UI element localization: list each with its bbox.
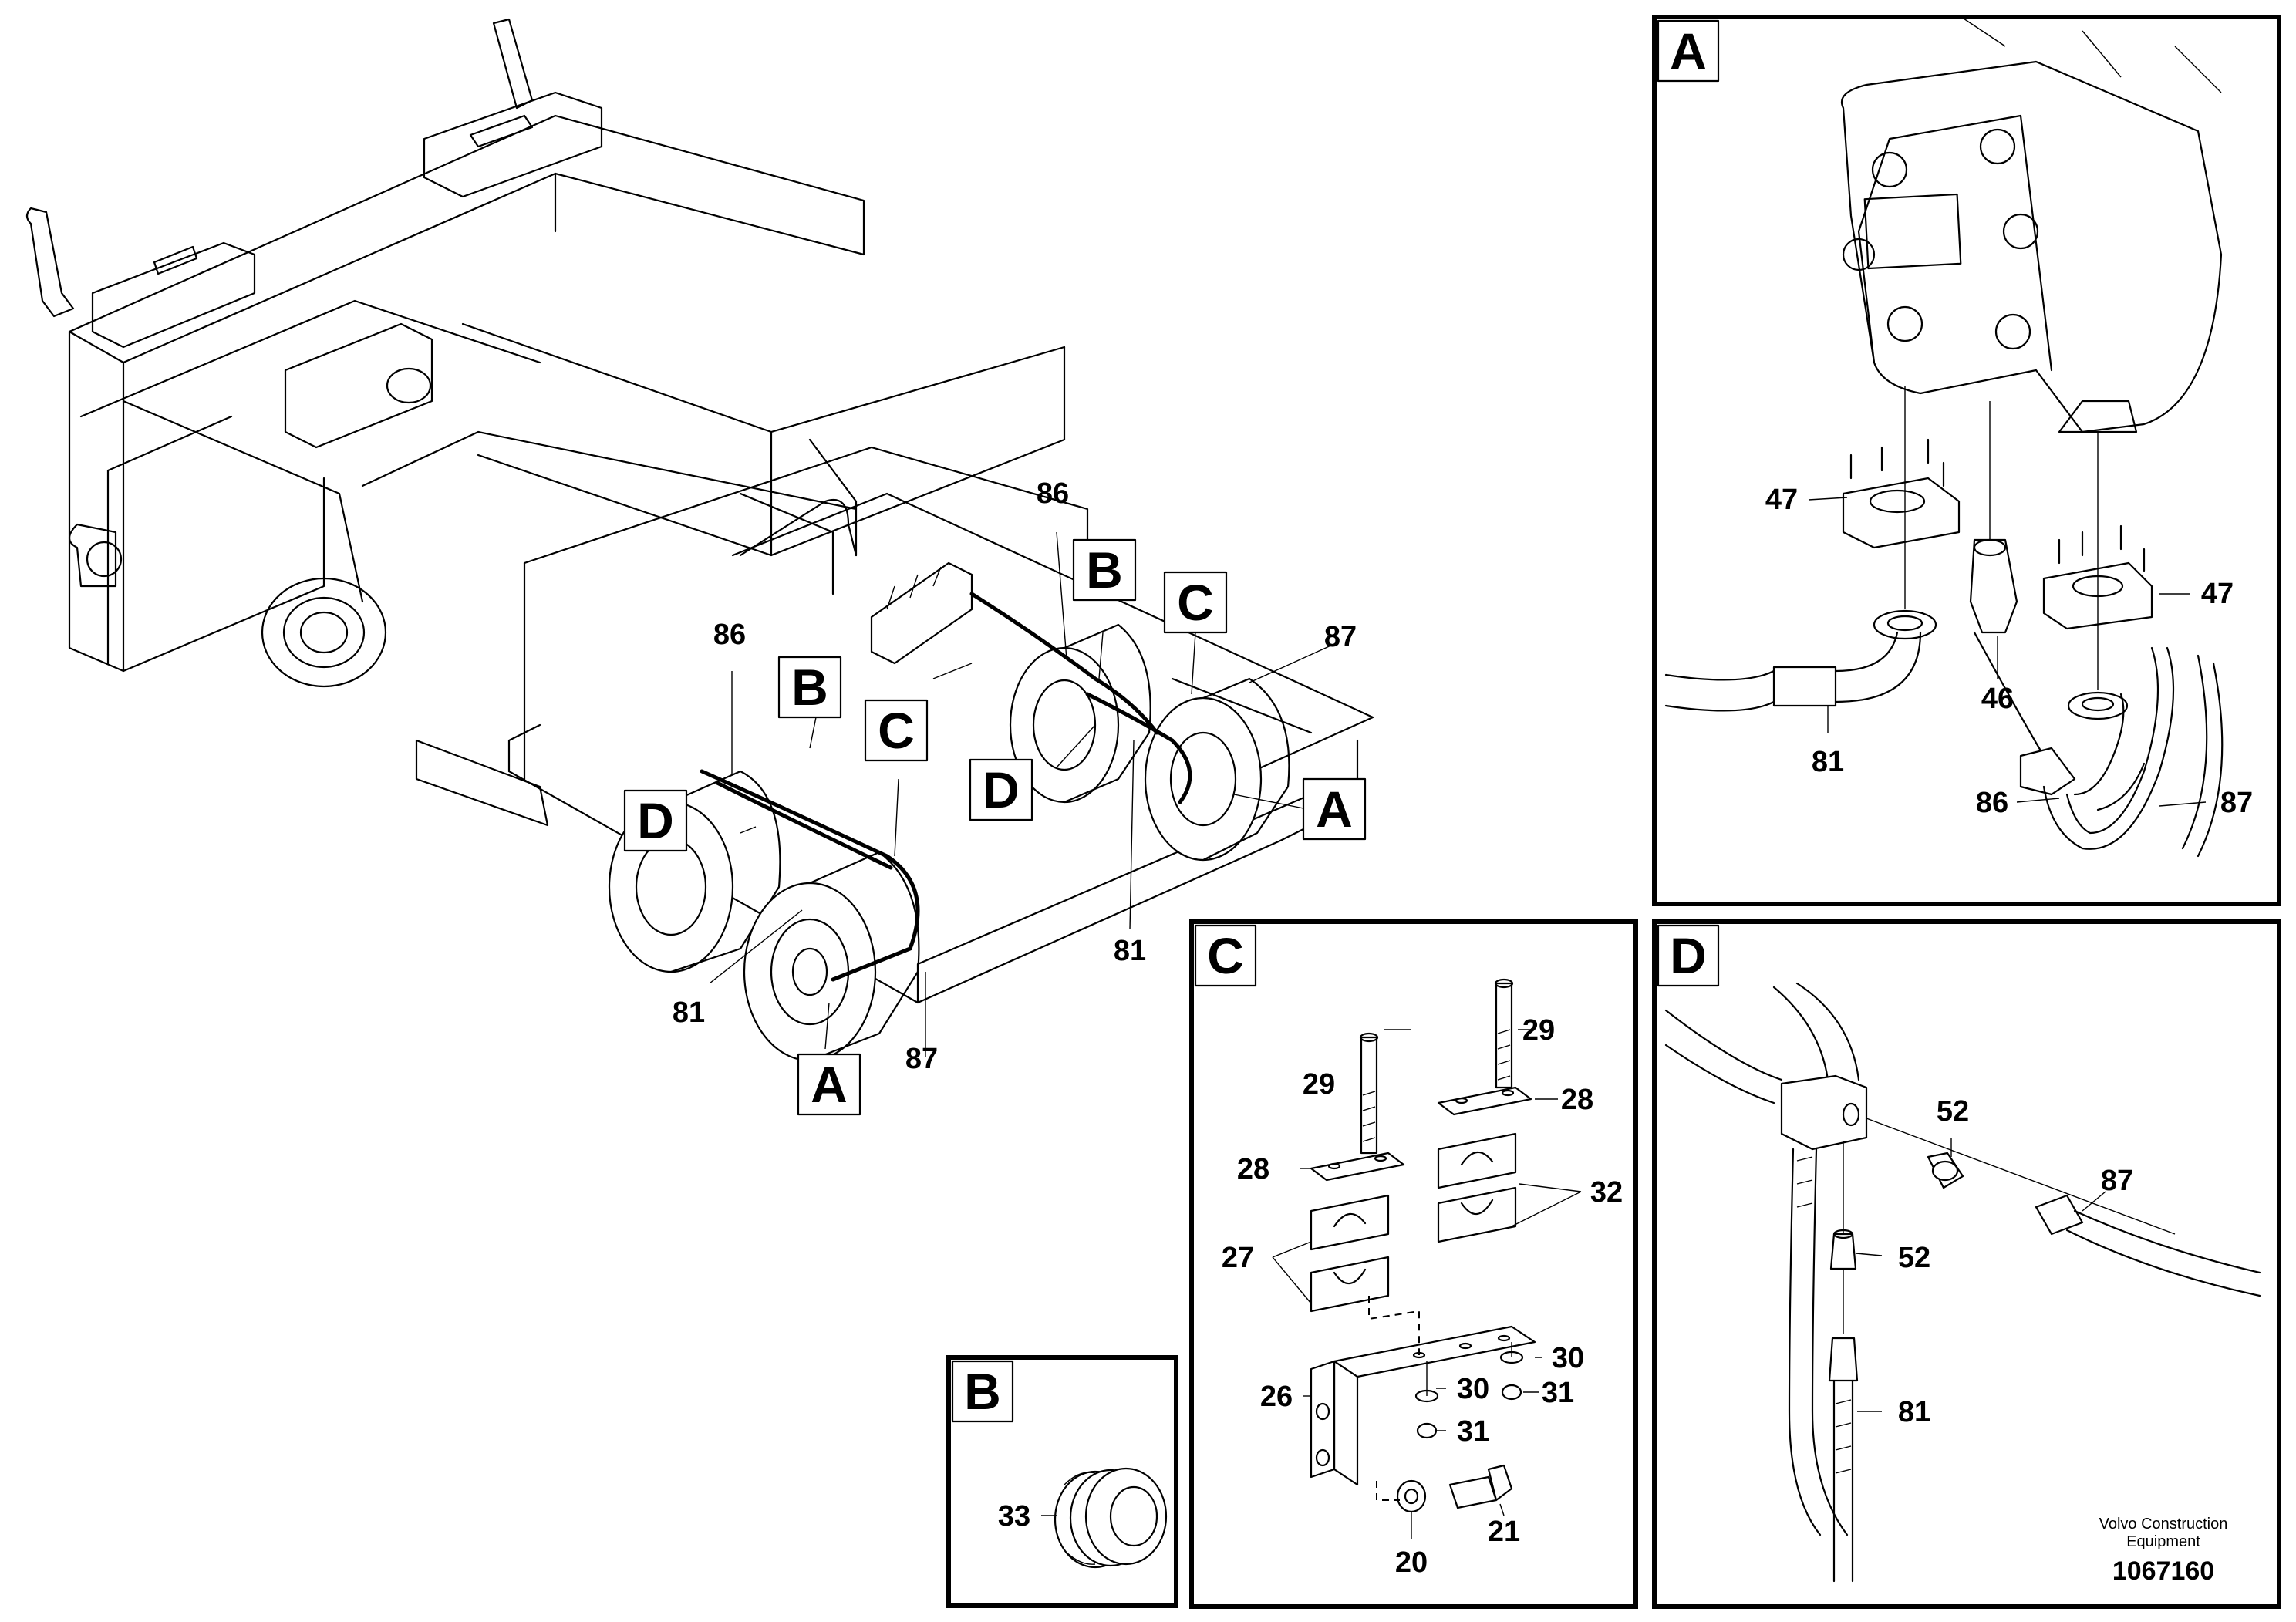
main-view-c2-label: C (1177, 574, 1214, 631)
detail-c-part-26: 26 (1260, 1381, 1293, 1413)
main-view-b-label: B (791, 659, 828, 716)
main-callout-a2: A (1302, 777, 1367, 841)
main-view-a2-label: A (1316, 781, 1353, 838)
detail-c-part-29-right: 29 (1522, 1014, 1555, 1047)
main-callout-d1: D (623, 789, 688, 852)
main-callout-b1: B (777, 656, 842, 719)
main-callout-c1: C (864, 699, 929, 762)
detail-c-part-28-left: 28 (1237, 1153, 1269, 1185)
detail-a-part-86: 86 (1976, 787, 2008, 819)
grommet-33 (1054, 1467, 1168, 1569)
detail-b-panel: B (946, 1355, 1178, 1608)
document-number: 1067160 (2112, 1556, 2214, 1586)
main-view-c-label: C (878, 702, 915, 759)
main-part-81-right: 81 (1114, 935, 1146, 967)
detail-c-part-30-right: 30 (1552, 1342, 1584, 1374)
detail-a-title: A (1670, 22, 1707, 79)
main-part-87-left: 87 (905, 1043, 938, 1075)
main-part-81-left: 81 (673, 996, 705, 1029)
main-part-87-right: 87 (1324, 621, 1357, 653)
detail-d-part-81: 81 (1898, 1396, 1930, 1428)
mid-wheel (1009, 623, 1151, 804)
main-callout-b2: B (1072, 538, 1137, 602)
main-part-86-left: 86 (713, 619, 746, 651)
credit-line-1: Volvo Construction (2099, 1516, 2228, 1533)
detail-a-part-87: 87 (2220, 787, 2253, 819)
right-wheel (1144, 677, 1290, 862)
detail-c-part-32: 32 (1590, 1176, 1623, 1209)
chassis-frame-drawing (25, 18, 1374, 1062)
detail-c-part-31-left: 31 (1457, 1415, 1489, 1448)
detail-c-title: C (1207, 927, 1244, 984)
main-part-86-right: 86 (1037, 477, 1069, 510)
detail-a-part-81: 81 (1812, 746, 1844, 778)
detail-d-part-52-top: 52 (1937, 1095, 1969, 1128)
detail-a-part-47-right: 47 (2201, 578, 2234, 610)
detail-b-title: B (964, 1363, 1001, 1420)
detail-c-part-30-left: 30 (1457, 1373, 1489, 1405)
credit-line-2: Equipment (2126, 1533, 2200, 1550)
detail-c-part-29-left: 29 (1303, 1068, 1335, 1101)
main-callout-a1: A (797, 1053, 861, 1116)
detail-a-part-47-left: 47 (1765, 484, 1798, 516)
detail-b-part-33: 33 (998, 1500, 1030, 1533)
detail-c-part-21: 21 (1488, 1516, 1520, 1548)
detail-a-panel: A (1652, 15, 2281, 906)
main-view-d-label: D (637, 792, 674, 849)
main-view-a-label: A (811, 1056, 848, 1113)
detail-c-part-28-right: 28 (1561, 1084, 1593, 1116)
detail-d-part-87: 87 (2101, 1165, 2133, 1197)
detail-c-part-20: 20 (1395, 1546, 1428, 1579)
main-callout-d2: D (969, 758, 1033, 821)
detail-d-title: D (1670, 927, 1707, 984)
detail-d-part-52-mid: 52 (1898, 1242, 1930, 1274)
main-leaders (709, 531, 1335, 1057)
detail-d-panel: D (1652, 919, 2281, 1609)
detail-a-part-46: 46 (1981, 683, 2014, 715)
main-callout-c2: C (1163, 571, 1228, 634)
main-view-b2-label: B (1086, 541, 1123, 599)
main-view-d2-label: D (983, 761, 1020, 818)
detail-c-part-31-right: 31 (1542, 1377, 1574, 1409)
detail-c-panel: C (1189, 919, 1638, 1609)
detail-c-part-27: 27 (1222, 1242, 1254, 1274)
